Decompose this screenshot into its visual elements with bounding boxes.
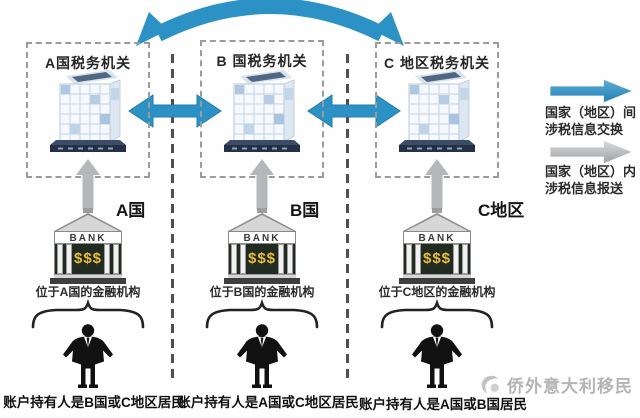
bank-icon: BANK $$$ bbox=[224, 208, 300, 284]
region-label: A国 bbox=[116, 201, 146, 220]
region-label: C地区 bbox=[478, 201, 525, 220]
bank-hall: $$$ bbox=[228, 244, 296, 274]
watermark-logo-icon bbox=[481, 375, 499, 393]
exchange-arch-double-arrow-icon bbox=[136, 0, 404, 46]
bank-sign: BANK bbox=[54, 231, 122, 244]
exchange-horizontal-double-arrow-icon bbox=[128, 94, 222, 128]
tax-authority-title: A国税务机关 bbox=[44, 55, 132, 71]
legend-exchange-label: 国家（地区）间 涉税信息交换 bbox=[545, 105, 637, 137]
office-building-icon bbox=[224, 70, 300, 152]
bank-money-sign: $$$ bbox=[73, 250, 103, 267]
brace-icon bbox=[205, 298, 319, 329]
legend-report-arrow-icon bbox=[550, 140, 632, 164]
bank-finial bbox=[83, 208, 93, 213]
report-up-arrow-icon bbox=[76, 159, 100, 209]
bank-roof bbox=[228, 213, 296, 231]
bank-money-sign: $$$ bbox=[247, 250, 277, 267]
exchange-horizontal-double-arrow-icon bbox=[307, 94, 401, 128]
legend-exchange-arrow-icon bbox=[550, 79, 632, 103]
bank-sign: BANK bbox=[228, 231, 296, 244]
bank-roof bbox=[54, 213, 122, 231]
financial-institution-label: 位于A国的金融机构 bbox=[35, 285, 141, 299]
brace-icon bbox=[31, 298, 145, 329]
tax-authority-title: B 国税务机关 bbox=[216, 53, 308, 69]
account-holder-person-icon bbox=[412, 324, 462, 388]
account-holder-label: 账户持有人是B国或C地区居民 bbox=[3, 395, 185, 410]
bank-finial bbox=[257, 208, 267, 213]
brace-icon bbox=[380, 298, 494, 329]
account-holder-label: 账户持有人是A国或C地区居民 bbox=[177, 395, 359, 410]
financial-institution-label: 位于C地区的金融机构 bbox=[378, 285, 496, 299]
account-holder-person-icon bbox=[237, 324, 287, 388]
bank-icon: BANK $$$ bbox=[399, 208, 475, 284]
bank-hall: $$$ bbox=[54, 244, 122, 274]
watermark-text: 侨外意大利移民 bbox=[507, 377, 633, 396]
office-building-icon bbox=[399, 70, 475, 152]
bank-roof bbox=[403, 213, 471, 231]
bank-icon: BANK $$$ bbox=[50, 208, 126, 284]
report-up-arrow-icon bbox=[425, 159, 449, 209]
financial-institution-label: 位于B国的金融机构 bbox=[209, 285, 315, 299]
bank-sign: BANK bbox=[403, 231, 471, 244]
office-building-icon bbox=[50, 70, 126, 152]
bank-finial bbox=[432, 208, 442, 213]
column-divider bbox=[171, 54, 174, 378]
tax-authority-title: C 地区税务机关 bbox=[384, 55, 490, 71]
legend-report-label: 国家（地区）内 涉税信息报送 bbox=[545, 164, 637, 196]
account-holder-person-icon bbox=[63, 324, 113, 388]
watermark: 侨外意大利移民 bbox=[479, 372, 633, 397]
bank-hall: $$$ bbox=[403, 244, 471, 274]
column-divider bbox=[346, 54, 349, 378]
bank-money-sign: $$$ bbox=[422, 250, 452, 267]
region-label: B国 bbox=[290, 201, 320, 220]
report-up-arrow-icon bbox=[250, 159, 274, 209]
